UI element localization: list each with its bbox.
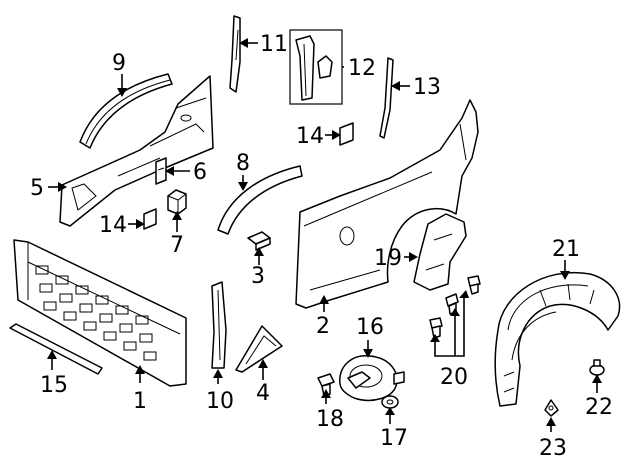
callout-13: 13 [413, 75, 441, 100]
callout-21: 21 [552, 237, 580, 262]
part-13-strip [379, 57, 394, 139]
callout-12: 12 [348, 56, 376, 81]
callout-6: 6 [193, 160, 207, 185]
part-15-trim-strip [9, 323, 103, 375]
leader-lines [47, 38, 602, 432]
callout-8: 8 [236, 151, 250, 176]
part-19-splash-guard [413, 213, 467, 291]
part-1-panel [13, 239, 187, 387]
part-16-fuel-door [339, 355, 405, 402]
callout-15: 15 [40, 373, 68, 398]
callout-19: 19 [374, 246, 402, 271]
callout-16: 16 [356, 315, 384, 340]
callout-numbers: 9 5 6 7 8 14 14 11 12 13 3 2 19 20 1 15 … [30, 32, 613, 461]
part-23-nut [544, 399, 559, 417]
part-14-tab-lower [143, 208, 157, 230]
part-21-wheelhouse-liner [494, 271, 621, 407]
callout-11: 11 [260, 32, 288, 57]
part-10-pillar [211, 281, 227, 369]
callout-2: 2 [316, 314, 330, 339]
part-5-inner-panel [59, 75, 214, 227]
callout-7: 7 [170, 233, 184, 258]
part-2-quarter-panel [295, 99, 479, 309]
part-6-bracket [155, 157, 167, 185]
callout-4: 4 [256, 381, 270, 406]
part-20-bolts [429, 275, 481, 339]
part-4-angle-strip [235, 325, 283, 373]
part-17-grommet [381, 395, 399, 409]
callout-14-lower: 14 [99, 213, 127, 238]
part-8-arch-molding [217, 165, 303, 235]
part-22-clip [589, 359, 605, 376]
part-12-bracket-set [289, 29, 343, 105]
callout-5: 5 [30, 176, 44, 201]
part-14-tab-upper [339, 122, 354, 146]
part-9-wheelhouse-arch [79, 73, 173, 149]
part-3-clip [247, 231, 271, 251]
callout-14-upper: 14 [296, 124, 324, 149]
callout-10: 10 [206, 389, 234, 414]
callout-23: 23 [539, 436, 567, 461]
callout-1: 1 [133, 389, 147, 414]
part-7-block [167, 189, 187, 215]
callout-22: 22 [585, 395, 613, 420]
callout-9: 9 [112, 51, 126, 76]
callout-20: 20 [440, 365, 468, 390]
part-11-pillar-strip [229, 15, 241, 93]
callout-17: 17 [380, 426, 408, 451]
callout-3: 3 [251, 264, 265, 289]
callout-18: 18 [316, 407, 344, 432]
